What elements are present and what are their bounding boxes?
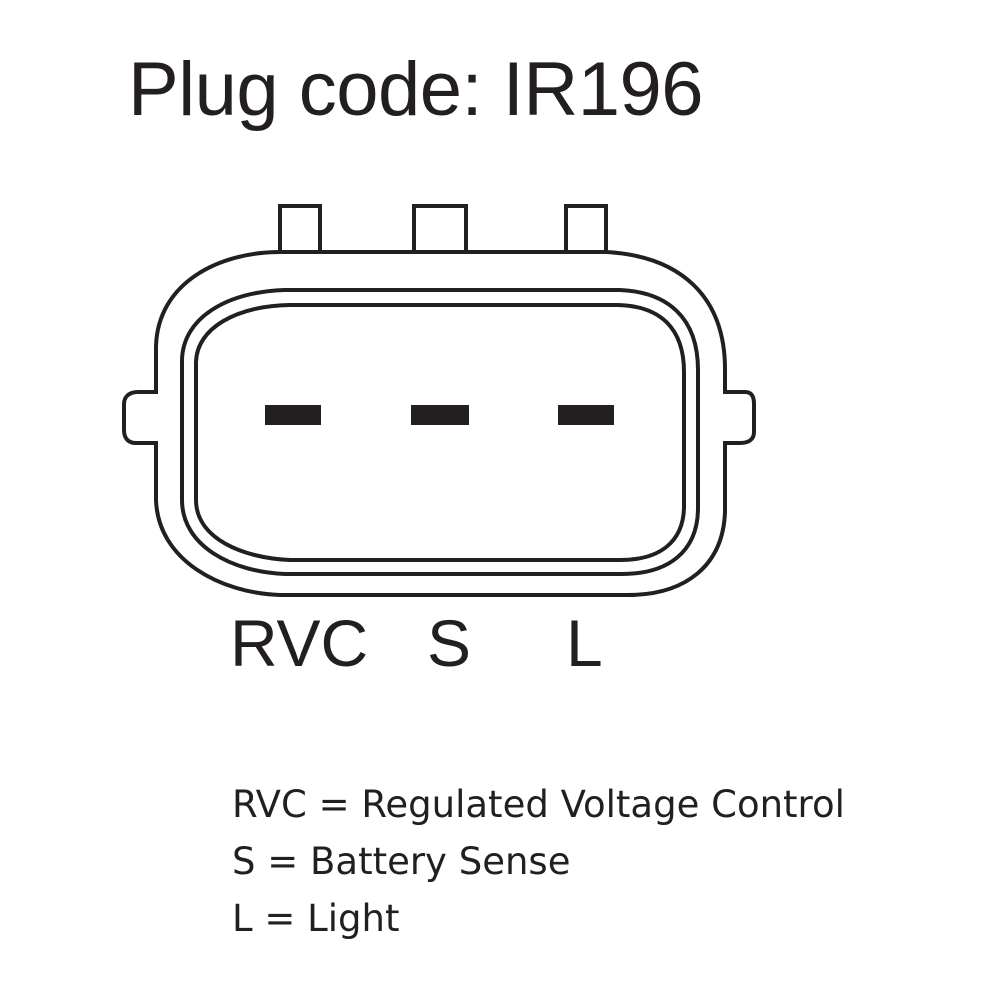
terminal-rvc — [265, 405, 321, 425]
pin-label-s: S — [427, 606, 472, 680]
pin-label-rvc: RVC — [230, 606, 369, 680]
legend-item-rvc: RVC = Regulated Voltage Control — [232, 783, 845, 826]
connector-housing — [122, 250, 756, 597]
terminal-s — [411, 405, 469, 425]
top-tab-left — [278, 204, 322, 252]
diagram-title: Plug code: IR196 — [128, 47, 704, 132]
legend-item-s: S = Battery Sense — [232, 840, 571, 883]
top-tab-middle — [412, 204, 468, 252]
terminal-l — [558, 405, 614, 425]
legend-item-l: L = Light — [232, 897, 400, 940]
plug-cavity — [194, 303, 686, 562]
top-tab-right — [564, 204, 608, 252]
housing-inner-rim — [180, 288, 700, 576]
pin-legend: RVC = Regulated Voltage Control S = Batt… — [232, 776, 845, 947]
pin-label-l: L — [566, 606, 603, 680]
